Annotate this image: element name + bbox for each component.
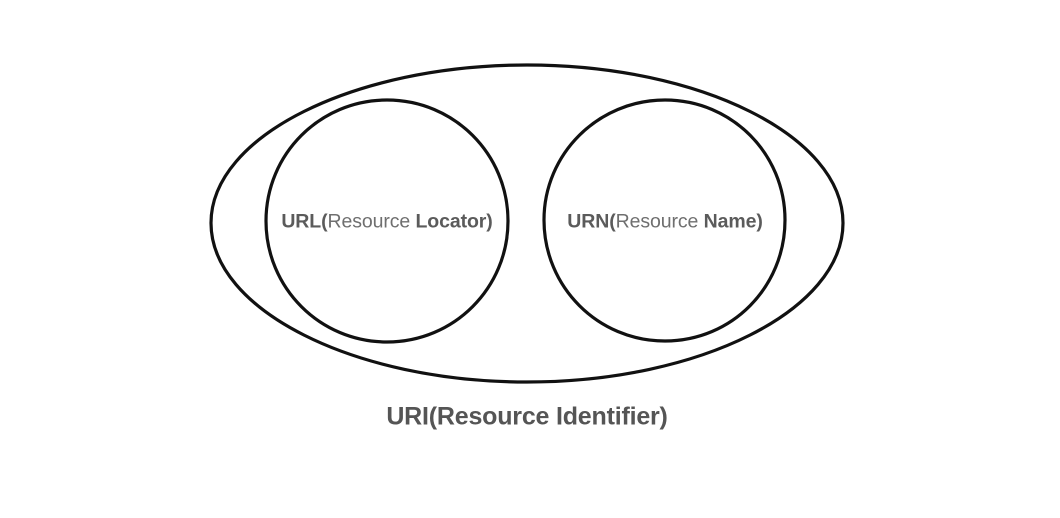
- uri-set-label: URI(Resource Identifier): [386, 402, 668, 431]
- url-set-label: URL(Resource Locator): [281, 212, 492, 232]
- urn-middle-word: Resource: [615, 210, 704, 233]
- urn-set-ellipse: [542, 98, 787, 343]
- url-middle-word: Resource: [327, 210, 416, 233]
- url-set-ellipse: [264, 98, 510, 344]
- uri-set-ellipse: [209, 63, 845, 384]
- urn-tail-word: Name): [703, 210, 763, 233]
- url-abbrev: URL(: [281, 210, 328, 233]
- url-tail-word: Locator): [415, 210, 493, 233]
- urn-set-label: URN(Resource Name): [567, 210, 763, 233]
- urn-abbrev: URN(: [567, 210, 616, 233]
